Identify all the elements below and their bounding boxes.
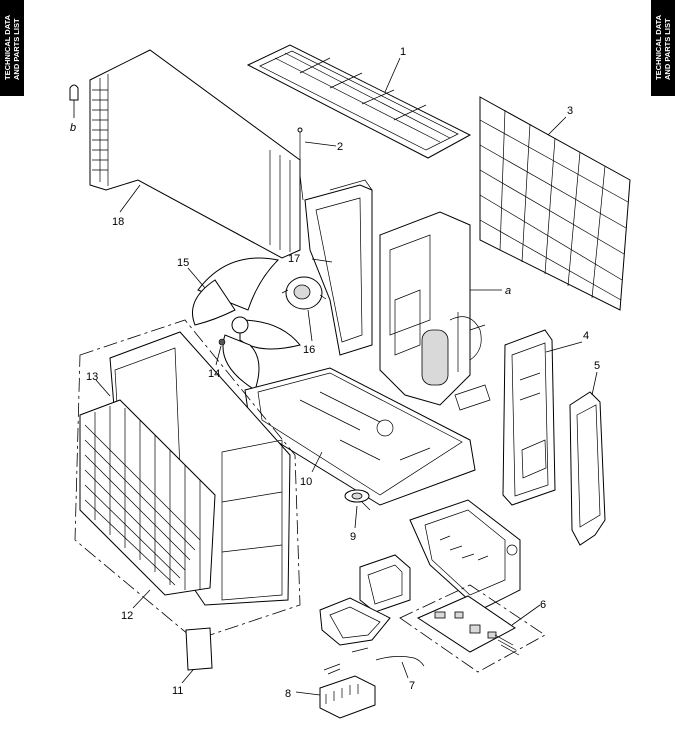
- callout-17: 17: [288, 253, 300, 265]
- callout-5: 5: [594, 360, 600, 372]
- callout-14: 14: [208, 368, 220, 380]
- part-a-compressor-assembly: [379, 211, 502, 411]
- callout-9: 9: [350, 531, 356, 543]
- part-8-terminal-block: [295, 675, 376, 719]
- part-13-fan-grille: [79, 379, 216, 596]
- part-b-sensor: [69, 84, 79, 118]
- part-4-side-panel: [502, 329, 583, 506]
- callout-6: 6: [540, 599, 546, 611]
- part-lower-bracket: [319, 597, 391, 646]
- part-5-cover: [569, 371, 606, 546]
- part-11-label-plate: [181, 627, 213, 684]
- callout-2: 2: [337, 141, 343, 153]
- part-1-top-panel: [246, 44, 472, 159]
- callout-18: 18: [112, 216, 124, 228]
- callout-12: 12: [121, 610, 133, 622]
- callout-11: 11: [172, 685, 183, 697]
- part-tray: [359, 554, 411, 613]
- small-screws: [323, 647, 369, 675]
- part-electrical-box: [409, 499, 521, 611]
- leader-12: [132, 589, 151, 609]
- part-3-rear-grille: [479, 96, 631, 311]
- part-18-condenser-coil: [89, 49, 301, 259]
- callout-3: 3: [567, 105, 573, 117]
- cabinet-outline: [74, 319, 301, 641]
- part-7-wire: [375, 656, 425, 679]
- part-9-valve-bracket: [344, 489, 371, 529]
- callout-7: 7: [409, 680, 415, 692]
- part-2-screw: [297, 127, 337, 201]
- callout-4: 4: [583, 330, 589, 342]
- part-17-partition-plate: [304, 179, 373, 356]
- callout-15: 15: [177, 257, 189, 269]
- part-14-nut: [215, 338, 226, 366]
- part-15-fan-blade: [187, 257, 301, 391]
- callout-16: 16: [303, 344, 315, 356]
- part-16-fan-motor: [281, 276, 327, 342]
- callout-10: 10: [300, 476, 312, 488]
- callout-a: a: [505, 285, 511, 297]
- callout-b: b: [70, 122, 76, 134]
- callout-13: 13: [86, 371, 98, 383]
- callout-1: 1: [400, 46, 406, 58]
- callout-8: 8: [285, 688, 291, 700]
- part-6-pcb-board: [399, 584, 546, 673]
